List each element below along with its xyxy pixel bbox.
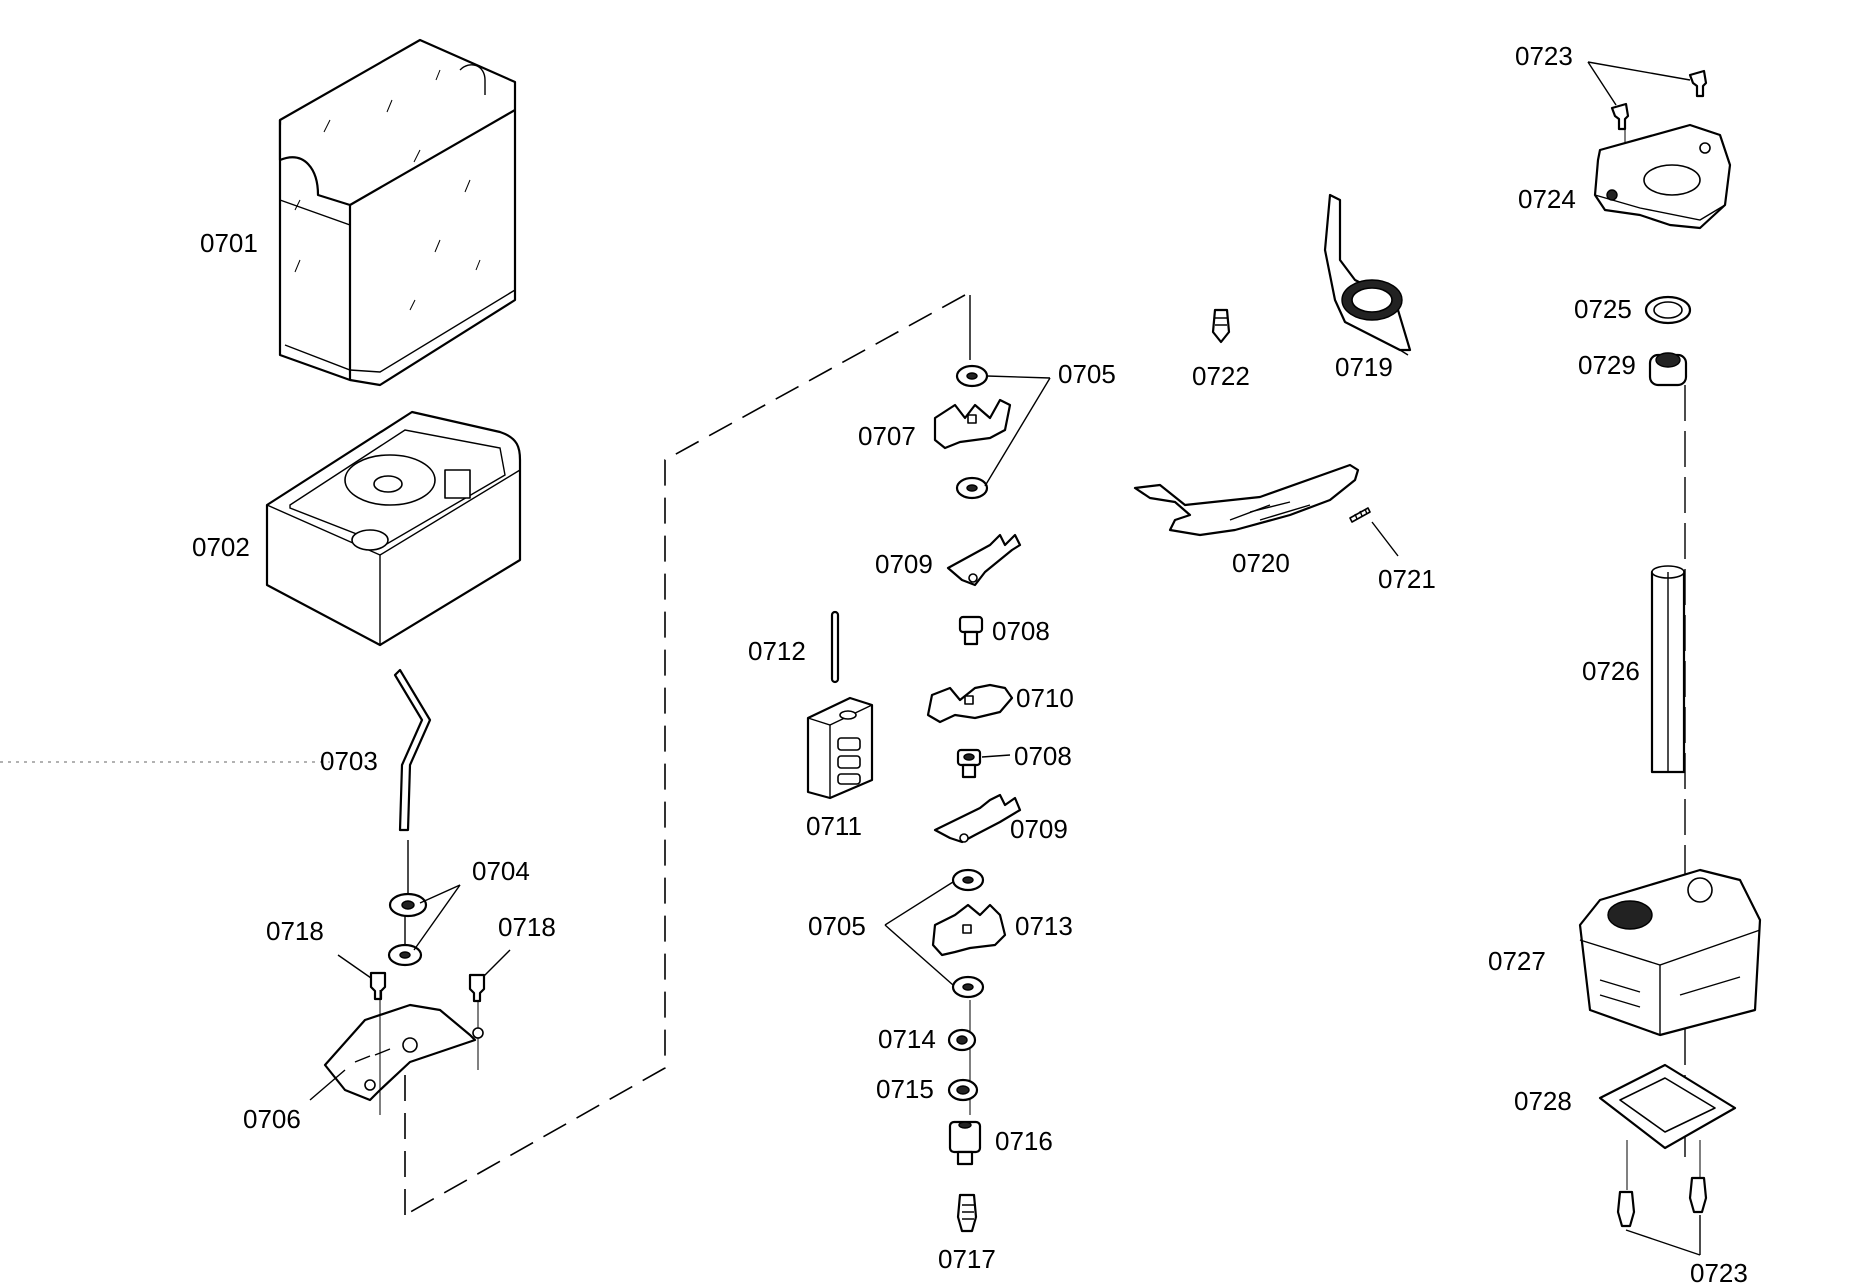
label-0701: 0701 — [200, 228, 258, 258]
label-0717: 0717 — [938, 1244, 996, 1274]
part-0724-mount-plate — [1593, 123, 1732, 230]
part-0728-gasket — [1598, 1063, 1737, 1190]
part-0711-block — [806, 696, 874, 800]
part-0729-bushing — [1648, 352, 1688, 387]
label-0718-left: 0718 — [266, 916, 324, 946]
label-0706: 0706 — [243, 1104, 301, 1134]
label-0705-top: 0705 — [1058, 359, 1116, 389]
label-0729: 0729 — [1578, 350, 1636, 380]
part-0723-screws-bottom — [1616, 1176, 1708, 1256]
label-0721: 0721 — [1378, 564, 1436, 594]
part-0708-bushing-top — [958, 615, 984, 646]
part-0727-motor — [1578, 868, 1762, 1037]
label-0725: 0725 — [1574, 294, 1632, 324]
label-0711: 0711 — [806, 811, 862, 841]
label-0718-right: 0718 — [498, 912, 556, 942]
label-0709-top: 0709 — [875, 549, 933, 579]
label-0712: 0712 — [748, 636, 806, 666]
part-0717-screw — [956, 1193, 978, 1233]
part-0721-spring — [1349, 507, 1399, 557]
part-0709-ejector-bottom — [933, 793, 1022, 844]
part-0705-washers-bottom — [884, 868, 985, 999]
assembly-outline — [0, 294, 966, 1216]
part-0713-cam — [931, 903, 1007, 957]
part-0719-bracket — [1323, 193, 1412, 356]
part-0712-pin — [830, 610, 840, 684]
part-0707-cam — [933, 398, 1012, 450]
label-0723-bottom: 0723 — [1690, 1258, 1748, 1286]
label-0707: 0707 — [858, 421, 916, 451]
part-0701-bucket-cover — [278, 38, 517, 387]
part-0716-hub — [948, 1120, 982, 1166]
part-0704-washers — [387, 840, 461, 967]
part-0723-screws-top — [1587, 61, 1708, 131]
part-0714-washer — [947, 1028, 977, 1052]
part-0726-shaft — [1650, 565, 1686, 774]
part-0708-bushing-bottom — [956, 748, 1011, 779]
label-0716: 0716 — [995, 1126, 1053, 1156]
label-0724: 0724 — [1518, 184, 1576, 214]
label-0728: 0728 — [1514, 1086, 1572, 1116]
label-0705-bottom: 0705 — [808, 911, 866, 941]
part-0710-cam — [926, 683, 1014, 724]
label-0708-top: 0708 — [992, 616, 1050, 646]
label-0719: 0719 — [1335, 352, 1393, 382]
label-0720: 0720 — [1232, 548, 1290, 578]
part-0709-ejector-top — [946, 533, 1022, 587]
part-0715-washer — [947, 1078, 979, 1102]
label-0722: 0722 — [1192, 361, 1250, 391]
label-0708-bottom: 0708 — [1014, 741, 1072, 771]
part-0725-ring — [1644, 295, 1692, 325]
label-0710: 0710 — [1016, 683, 1074, 713]
part-0718-screws — [337, 949, 511, 1003]
label-0713: 0713 — [1015, 911, 1073, 941]
label-0709-bottom: 0709 — [1010, 814, 1068, 844]
part-0722-screw — [1211, 308, 1231, 344]
part-0720-lever — [1133, 463, 1360, 537]
part-0702-bucket-base — [265, 410, 522, 647]
label-0726: 0726 — [1582, 656, 1640, 686]
label-0723-top: 0723 — [1515, 41, 1573, 71]
label-0715: 0715 — [876, 1074, 934, 1104]
part-0705-washers-top — [955, 364, 1051, 500]
label-0704: 0704 — [472, 856, 530, 886]
label-0703: 0703 — [320, 746, 378, 776]
part-0706-plate — [309, 990, 484, 1115]
label-0727: 0727 — [1488, 946, 1546, 976]
label-0714: 0714 — [878, 1024, 936, 1054]
label-0702: 0702 — [192, 532, 250, 562]
part-0703-wire-rod — [393, 668, 432, 832]
